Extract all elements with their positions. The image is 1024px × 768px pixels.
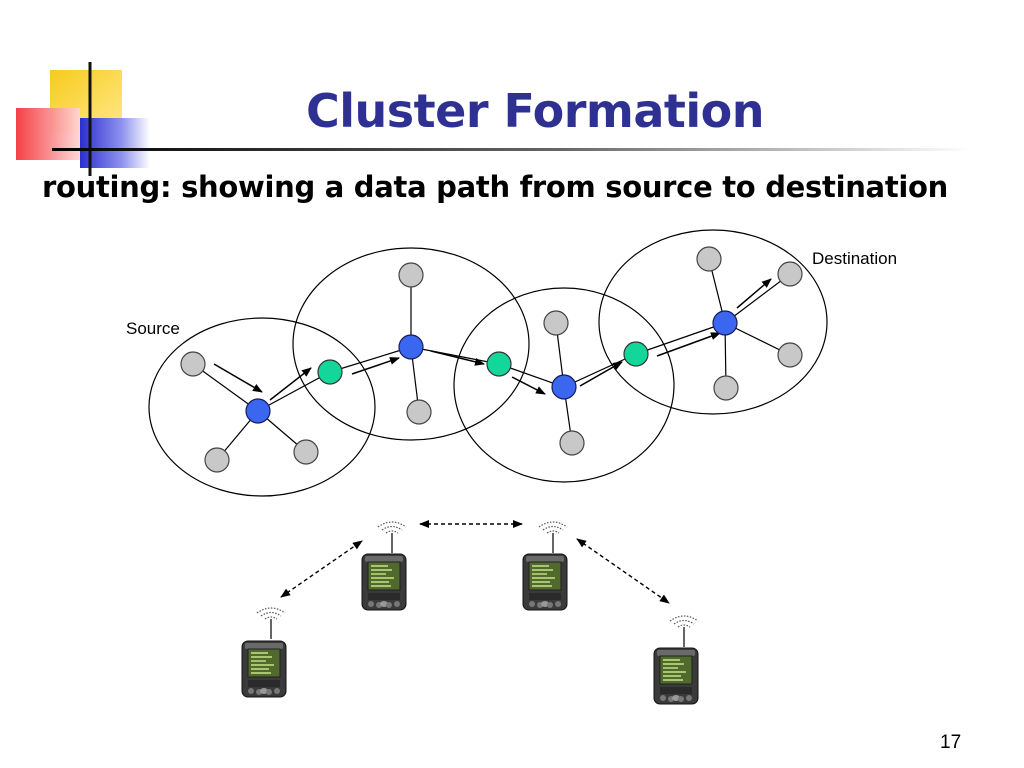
pda-device-icon [522, 553, 568, 611]
cluster-head-node [712, 310, 738, 336]
route-arrow-3 [351, 357, 400, 375]
wifi-signal-icon [256, 607, 286, 640]
member-nodes [180, 246, 803, 473]
cluster-head-node [551, 374, 577, 400]
member-node [559, 430, 585, 456]
dashed-links [280, 520, 670, 604]
route-arrow-7 [656, 332, 721, 357]
member-node [696, 246, 722, 272]
gateway-node [486, 351, 512, 377]
cluster-2 [292, 247, 530, 441]
dashed-bidirectional-arrow-icon [576, 538, 670, 604]
route-arrow-6 [579, 361, 623, 387]
cluster-1 [148, 317, 376, 497]
member-node [398, 262, 424, 288]
route-arrows [213, 278, 772, 401]
cluster-head-nodes [245, 310, 738, 424]
pda-device-icon [361, 553, 407, 611]
deco-red-square [16, 108, 80, 160]
pda-device-icon [241, 640, 287, 698]
source-label: Source [126, 319, 180, 338]
node-destination [777, 261, 803, 287]
route-arrow-1 [213, 363, 263, 393]
member-node [543, 310, 569, 336]
node-source [180, 351, 206, 377]
gateway-node [317, 359, 343, 385]
cluster-head-node [398, 334, 424, 360]
route-arrow-8 [736, 278, 772, 309]
wifi-signal-icon [538, 521, 568, 554]
slide-subtitle: routing: showing a data path from source… [42, 170, 948, 204]
deco-blue-square [80, 118, 150, 168]
wifi-signal-icon [377, 521, 407, 554]
route-arrow-4 [430, 350, 485, 366]
member-node [777, 342, 803, 368]
member-node [406, 399, 432, 425]
title-rule [52, 148, 972, 151]
cluster-head-node [245, 398, 271, 424]
member-node [713, 375, 739, 401]
destination-label: Destination [812, 249, 897, 268]
member-node [204, 447, 230, 473]
route-arrow-5 [511, 376, 546, 395]
wifi-signal-icon [669, 615, 699, 648]
wireless-devices [241, 521, 699, 705]
gateway-nodes [317, 341, 649, 385]
page-number: 17 [940, 732, 962, 753]
dashed-bidirectional-arrow-icon [280, 540, 363, 598]
cluster-3 [453, 287, 675, 483]
slide-title: Cluster Formation [306, 84, 764, 138]
gateway-node [623, 341, 649, 367]
member-node [293, 439, 319, 465]
pda-device-icon [653, 647, 699, 705]
route-arrow-2 [269, 367, 312, 401]
cluster-4 [598, 229, 828, 415]
